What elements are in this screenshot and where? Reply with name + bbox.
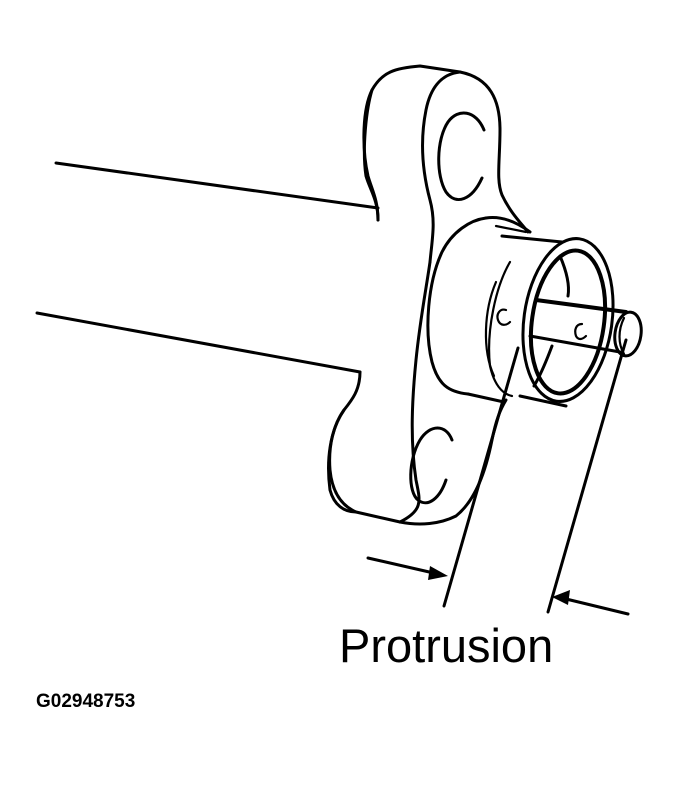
arrow-line-left: [366, 556, 440, 576]
protrusion-dimension: [366, 338, 630, 616]
housing-body: [35, 161, 380, 374]
arrowhead-right: [552, 590, 570, 605]
flange-boss: [426, 216, 532, 404]
arrow-line-right: [560, 596, 630, 616]
extension-line-left: [442, 346, 520, 608]
bolt-holes: [409, 111, 486, 505]
figure-id: G02948753: [36, 691, 136, 712]
arrowhead-left: [428, 566, 448, 580]
flange-outline: [327, 64, 530, 526]
upper-bolt-hole: [437, 111, 486, 202]
lower-bolt-hole: [409, 426, 454, 505]
protrusion-label: Protrusion: [339, 619, 554, 672]
bushing: [484, 234, 615, 408]
bushing-small-hole: [496, 308, 512, 326]
shaft-small-hole: [574, 322, 588, 341]
extension-line-right: [546, 338, 628, 614]
shaft: [528, 298, 643, 358]
